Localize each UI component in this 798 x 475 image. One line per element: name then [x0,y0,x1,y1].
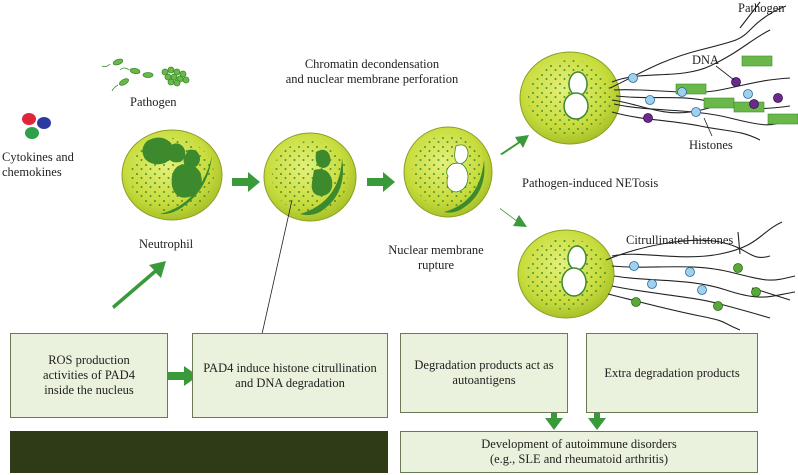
degradation-products-box: Degradation products act as autoantigens [400,333,568,413]
leader-lines-top [703,65,735,137]
pathogen-label-left: Pathogen [130,95,177,109]
pad4-box: PAD4 induce histone citrullination and D… [192,333,388,418]
arrow-extra-down [588,404,606,430]
net-cell-top [519,51,621,145]
ros-production-box: ROS production activities of PAD4 inside… [10,333,168,418]
chromatin-label: Chromatin decondensation and nuclear mem… [285,57,459,86]
arrow-to-net-top [500,135,529,155]
cell-nuclear-rupture [403,126,493,218]
pathogen-label-top: Pathogen [738,1,785,15]
neutrophil-label: Neutrophil [139,237,194,251]
arrow-ros-to-pad4 [168,366,198,386]
cytokines-label: Cytokines and chemokines [2,150,74,179]
arrow-degradation-down [545,404,563,430]
pathogen-icon-left [101,58,190,92]
nuclear-rupture-label: Nuclear membrane rupture [388,243,484,272]
connector-line [261,199,293,335]
arrows [112,135,606,430]
citrullinated-histone-markers [629,261,761,311]
dna-strands-top [609,1,796,141]
pathogen-icon-top [675,55,798,125]
citrullinated-histones-label: Citrullinated histones [626,233,734,247]
netosis-label: Pathogen-induced NETosis [522,176,659,190]
dna-label: DNA [692,53,720,67]
arrow-cell2-to-cell3 [367,172,395,192]
cell-chromatin-decondensation [263,132,357,222]
histones-label: Histones [689,138,733,152]
arrow-cell1-to-cell2 [232,172,260,192]
net-cell-bottom [517,229,615,319]
extra-degradation-box: Extra degradation products [586,333,758,413]
autoimmune-box: Development of autoimmune disorders (e.g… [400,431,758,473]
arrow-to-net-bottom [500,208,527,227]
arrow-to-neutrophil [112,261,166,309]
neutrophil-cell [121,129,223,221]
dark-bar [10,431,388,473]
cytokine-icon [22,113,51,139]
